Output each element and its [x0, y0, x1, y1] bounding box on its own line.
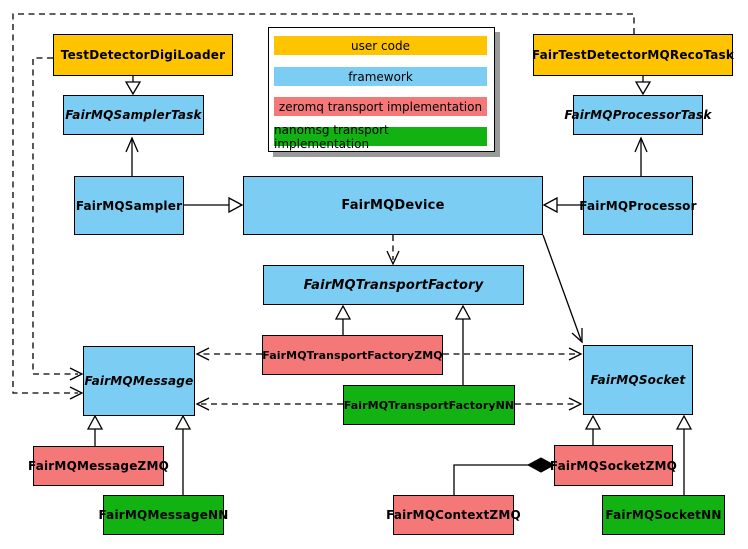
node-fairmqdevice: FairMQDevice	[243, 176, 543, 235]
node-fairmqsamplertask: FairMQSamplerTask	[63, 95, 204, 135]
edge-testdetectordigiloader-fairmqsamplertask	[124, 76, 142, 96]
legend-item-user-code: user code	[274, 36, 487, 55]
node-fairmqsocketzmq: FairMQSocketZMQ	[550, 445, 677, 486]
legend-item-zeromq-transport: zeromq transport implementation	[274, 97, 487, 116]
edge-fairmqtransportfactorynn-fairmqsocket	[515, 397, 583, 411]
edge-fairmqtransportfactoryzmq-fairmqmessage	[195, 347, 262, 361]
edge-fairmqtransportfactoryzmq-fairmqsocket	[443, 347, 583, 361]
node-fairmqmessagenn: FairMQMessageNN	[98, 495, 228, 535]
edge-fairmqsocketnn-fairmqsocket	[675, 414, 693, 495]
node-fairmqprocessor: FairMQProcessor	[579, 176, 697, 235]
node-fairmqsampler: FairMQSampler	[74, 176, 184, 235]
legend-item-nanomsg-transport: nanomsg transport implementation	[274, 123, 487, 151]
edge-fairmqdevice-fairmqsocket	[542, 234, 583, 344]
node-fairmqsocketnn: FairMQSocketNN	[602, 495, 725, 535]
edge-fairmqsampler-fairmqdevice	[184, 196, 244, 214]
node-fairmqmessage: FairMQMessage	[83, 346, 195, 416]
node-fairmqtransportfactorynn: FairMQTransportFactoryNN	[343, 385, 515, 425]
node-testdetectordigiloader: TestDetectorDigiLoader	[53, 34, 233, 76]
edge-fairmqprocessor-fairmqprocessortask	[634, 136, 648, 176]
node-fairmqprocessortask: FairMQProcessorTask	[564, 95, 711, 135]
edge-fairmqdevice-fairmqtransportfactory	[386, 235, 400, 266]
edge-fairmqprocessor-fairmqdevice	[542, 196, 583, 214]
node-fairmqtransportfactory: FairMQTransportFactory	[263, 265, 524, 305]
edge-fairmqmessagenn-fairmqmessage	[174, 414, 192, 495]
edge-fairmqcontextzmq-fairmqsocketzmq	[453, 457, 556, 495]
node-fairmqcontextzmq: FairMQContextZMQ	[386, 495, 521, 535]
legend-box: user code framework zeromq transport imp…	[268, 27, 495, 152]
edge-fairmqmessagezmq-fairmqmessage	[86, 414, 104, 446]
legend-item-framework: framework	[274, 67, 487, 86]
node-fairtestdetectormqrecotask: FairTestDetectorMQRecoTask	[532, 34, 734, 76]
edge-fairmqtransportfactorynn-fairmqtransportfactory	[454, 304, 472, 385]
edge-fairtestdetectormqrecotask-fairmqprocessortask	[634, 76, 652, 96]
edge-fairmqtransportfactorynn-fairmqmessage	[195, 397, 343, 411]
edge-fairmqsocketzmq-fairmqsocket	[584, 414, 602, 445]
edge-fairmqtransportfactoryzmq-fairmqtransportfactory	[334, 304, 352, 335]
node-fairmqsocket: FairMQSocket	[583, 345, 693, 415]
node-fairmqtransportfactoryzmq: FairMQTransportFactoryZMQ	[262, 335, 443, 375]
edge-fairmqsampler-fairmqsamplertask	[125, 136, 139, 176]
node-fairmqmessagezmq: FairMQMessageZMQ	[28, 446, 169, 486]
